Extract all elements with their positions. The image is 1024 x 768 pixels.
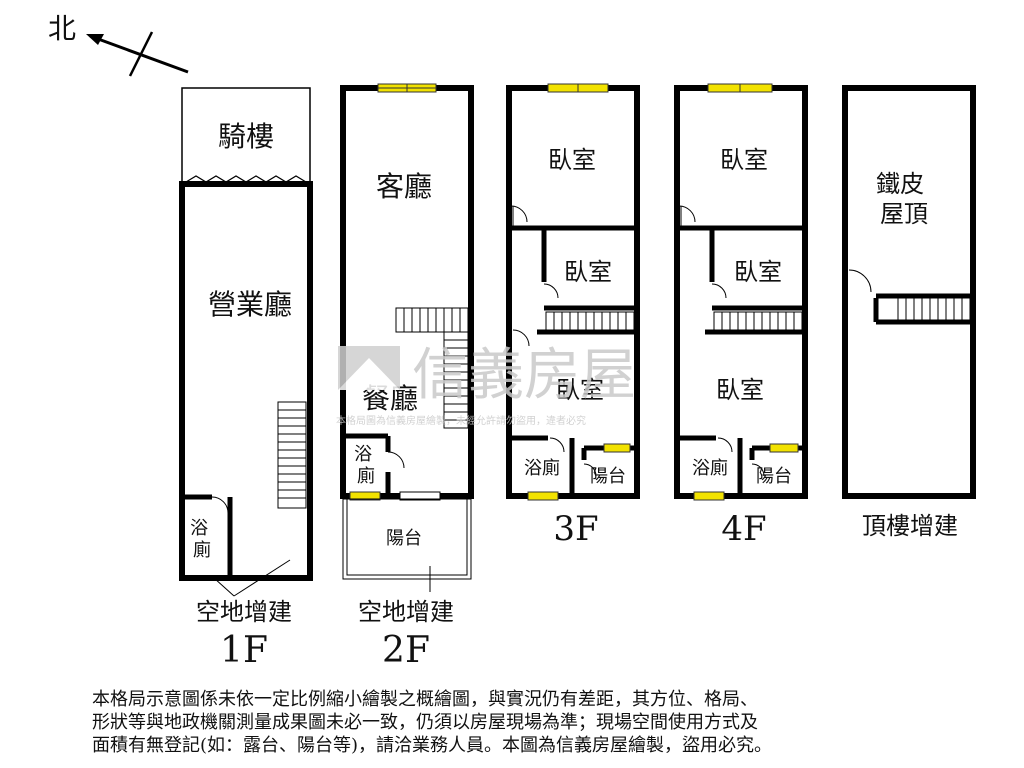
bath-2f-line2: 廁	[357, 465, 375, 487]
floor-roof-name: 頂樓增建	[862, 512, 958, 540]
north-label: 北	[48, 12, 76, 45]
room-bed2-3f-label: 臥室	[564, 258, 612, 286]
floor-4f-name: 4F	[721, 509, 766, 549]
room-balcony-3f-label: 陽台	[590, 466, 626, 487]
stairs-3f	[545, 311, 635, 331]
floor-2f-extension: 空地增建	[358, 598, 454, 626]
room-living-label: 客廳	[376, 170, 432, 203]
watermark-logo	[338, 346, 400, 390]
room-balcony-4f-label: 陽台	[756, 466, 792, 487]
bath-2f-line1: 浴	[354, 444, 372, 465]
iron-roof-line2: 屋頂	[880, 200, 928, 228]
room-bath-2f-label: 浴 廁	[354, 444, 378, 487]
floor-1f-name: 1F	[220, 630, 268, 671]
floor-plan-diagram: 北 騎樓 營業廳 浴	[48, 12, 976, 671]
room-business-hall-label: 營業廳	[208, 288, 292, 321]
room-iron-roof-label: 鐵皮 屋頂	[876, 170, 932, 228]
north-arrow: 北	[48, 12, 189, 77]
floor-roof-plan: 鐵皮 屋頂 頂樓增建	[842, 85, 976, 540]
disclaimer-line-1: 本格局示意圖係未依一定比例縮小繪製之概繪圖，與實況仍有差距，其方位、格局、	[92, 689, 758, 710]
stairs-1f	[277, 401, 307, 509]
room-arcade-label: 騎樓	[218, 120, 274, 153]
room-bath-3f-label: 浴廁	[524, 457, 560, 479]
bath-1f-line2: 廁	[193, 539, 211, 561]
watermark-notice: 本格局圖為信義房屋繪製，未經允許請勿盜用，違者必究	[336, 414, 586, 427]
room-bed2-4f-label: 臥室	[734, 258, 782, 286]
stairs-2f	[395, 307, 469, 429]
bath-1f-line1: 浴	[190, 518, 208, 539]
watermark: 信義房屋 本格局圖為信義房屋繪製，未經允許請勿盜用，違者必究	[336, 343, 636, 427]
disclaimer-text: 本格局示意圖係未依一定比例縮小繪製之概繪圖，與實況仍有差距，其方位、格局、 形狀…	[92, 688, 972, 757]
room-bath-1f-label: 浴 廁	[190, 518, 214, 561]
disclaimer-line-2: 形狀等與地政機關測量成果圖未必一致，仍須以房屋現場為準；現場空間使用方式及	[92, 712, 758, 733]
room-bath-4f-label: 浴廁	[692, 457, 728, 479]
disclaimer-line-3: 面積有無登記(如：露台、陽台等)，請洽業務人員。本圖為信義房屋繪製，盜用必究。	[92, 735, 773, 756]
watermark-brand: 信義房屋	[412, 343, 636, 408]
floor-4f-plan: 臥室 臥室 臥室 浴廁 陽台 4F	[674, 83, 808, 549]
floor-1f-extension: 空地增建	[196, 598, 292, 626]
room-bed1-3f-label: 臥室	[548, 146, 596, 174]
floor-2f-name: 2F	[382, 630, 430, 671]
iron-roof-line1: 鐵皮	[876, 170, 924, 198]
stairs-roof	[897, 297, 971, 321]
floor-1f-plan: 騎樓 營業廳 浴 廁 空地增建	[179, 87, 313, 671]
stairs-4f	[713, 311, 803, 331]
room-bed3-4f-label: 臥室	[716, 376, 764, 404]
room-bed3-3f-label: 臥室	[556, 376, 604, 404]
floor-3f-name: 3F	[553, 509, 598, 549]
room-balcony-2f-label: 陽台	[386, 528, 422, 549]
floor-3f-plan: 臥室 臥室 臥室 浴廁 陽台 3F	[506, 83, 640, 549]
room-bed1-4f-label: 臥室	[720, 146, 768, 174]
